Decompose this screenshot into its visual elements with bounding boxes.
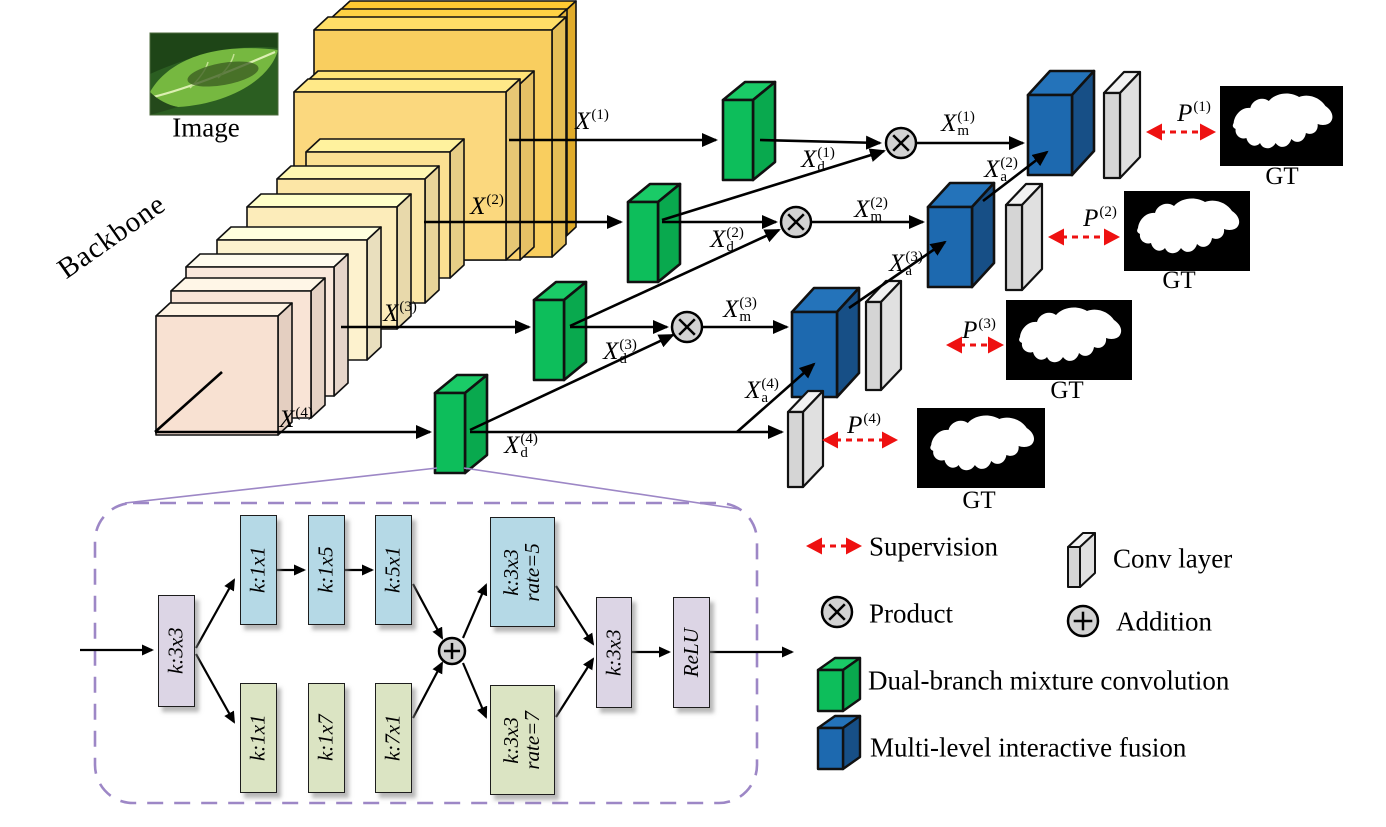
gt-mask-2 xyxy=(1137,198,1240,254)
backbone-stack xyxy=(155,0,577,436)
dbmc-block-2 xyxy=(626,200,660,284)
dbmc-block-3-side xyxy=(562,280,588,382)
conv-layer-panel-1 xyxy=(1102,91,1122,180)
dbmc-arrow-6 xyxy=(412,583,443,640)
conv-layer-panel-2 xyxy=(1004,203,1024,292)
camouflaged-object xyxy=(187,61,259,87)
gt-images xyxy=(917,86,1343,488)
product-icon-1-glyph2 xyxy=(892,134,910,152)
leaf-foliage-dark xyxy=(150,33,278,74)
mif-block-3 xyxy=(790,310,839,399)
backbone-plate-10-side xyxy=(333,253,349,397)
mif-block-2 xyxy=(926,205,974,289)
backbone-plate-5-side xyxy=(505,78,521,261)
backbone-plate-4-side xyxy=(519,70,535,261)
dbmc-block-3 xyxy=(532,298,566,382)
module-blocks xyxy=(433,69,1142,771)
product-icon-2-glyph2 xyxy=(787,213,805,231)
backbone-plate-9-top xyxy=(216,226,382,241)
supervision-arrowhead-right-2 xyxy=(1104,228,1120,246)
backbone-plate-6-side xyxy=(449,138,465,279)
backbone-plate-6-top xyxy=(305,138,465,153)
legend-dbmc-icon xyxy=(816,668,845,713)
supervision-arrowhead-right-3 xyxy=(988,336,1004,354)
gt-image-2 xyxy=(1124,191,1250,271)
flow-arrow-13 xyxy=(469,333,675,432)
backbone-plate-7-top xyxy=(276,165,440,180)
legend-product-icon-glyph2 xyxy=(828,603,846,621)
flow-arrow-3 xyxy=(661,148,886,222)
gt-mask-4 xyxy=(930,415,1035,471)
flow-arrow-15 xyxy=(736,362,816,433)
backbone-plate-11-top xyxy=(170,277,326,292)
supervision-arrowhead-left-1 xyxy=(1146,123,1162,141)
detail-callout-line-left xyxy=(124,467,438,504)
backbone-plate-12-side xyxy=(277,302,293,436)
dbmc-arrow-2 xyxy=(195,578,235,649)
dbmc-block-1-side xyxy=(751,80,777,182)
dbmc-block-4 xyxy=(433,391,467,475)
x4-tap-line xyxy=(154,371,223,433)
backbone-plate-8-side xyxy=(396,193,412,330)
dbmc-arrow-8 xyxy=(461,583,488,639)
leaf-foliage-corner xyxy=(150,92,178,115)
gt-image-3 xyxy=(1006,300,1132,380)
input-image xyxy=(149,32,279,116)
supervision-arrowhead-right-4 xyxy=(882,431,898,449)
supervision-arrowhead-left-5 xyxy=(806,537,822,555)
dbmc-arrow-3 xyxy=(195,653,235,724)
gt-mask-3 xyxy=(1019,307,1122,363)
flow-arrow-5 xyxy=(982,150,1049,203)
backbone-plate-11-side xyxy=(310,277,326,419)
conv-layer-panel-3-side xyxy=(879,279,903,392)
dbmc-arrow-11 xyxy=(555,657,595,718)
backbone-plate-8-top xyxy=(246,193,412,208)
backbone-plate-10-top xyxy=(185,253,349,268)
dbmc-block-2-side xyxy=(656,182,682,284)
legend-conv-layer-icon xyxy=(1067,546,1081,588)
backbone-plate-7-side xyxy=(424,165,440,304)
flow-arrow-10 xyxy=(848,240,947,310)
gt-mask-1 xyxy=(1232,93,1333,149)
supervision-arrows xyxy=(806,123,1216,555)
backbone-plate-3-top xyxy=(313,16,567,31)
dbmc-arrow-10 xyxy=(555,585,595,646)
dbmc-arrow-9 xyxy=(461,662,488,719)
supervision-arrowhead-left-4 xyxy=(822,431,838,449)
legend-mif-icon xyxy=(816,726,845,771)
flow-arrow-8 xyxy=(569,228,781,328)
product-icon-3-glyph2 xyxy=(678,318,696,336)
backbone-plate-9-side xyxy=(366,226,382,361)
detail-callout xyxy=(93,467,759,805)
supervision-arrowhead-right-5 xyxy=(846,537,862,555)
supervision-arrowhead-left-3 xyxy=(946,336,962,354)
operator-symbols xyxy=(437,126,1100,666)
flow-arrows xyxy=(80,133,1049,724)
dbmc-arrow-7 xyxy=(412,661,443,719)
detail-callout-line-right xyxy=(463,467,740,510)
backbone-plate-12-top xyxy=(155,302,293,317)
conv-layer-panel-4 xyxy=(786,410,805,489)
flow-arrow-2 xyxy=(759,135,882,150)
gt-image-4 xyxy=(917,408,1045,488)
gt-image-1 xyxy=(1220,86,1343,166)
conv-layer-panel-3 xyxy=(864,300,883,392)
supervision-arrowhead-right-1 xyxy=(1200,123,1216,141)
backbone-plate-5-top xyxy=(293,78,521,93)
input-image-border xyxy=(149,32,279,116)
dbmc-block-1 xyxy=(721,98,755,182)
supervision-arrowhead-left-2 xyxy=(1048,228,1064,246)
